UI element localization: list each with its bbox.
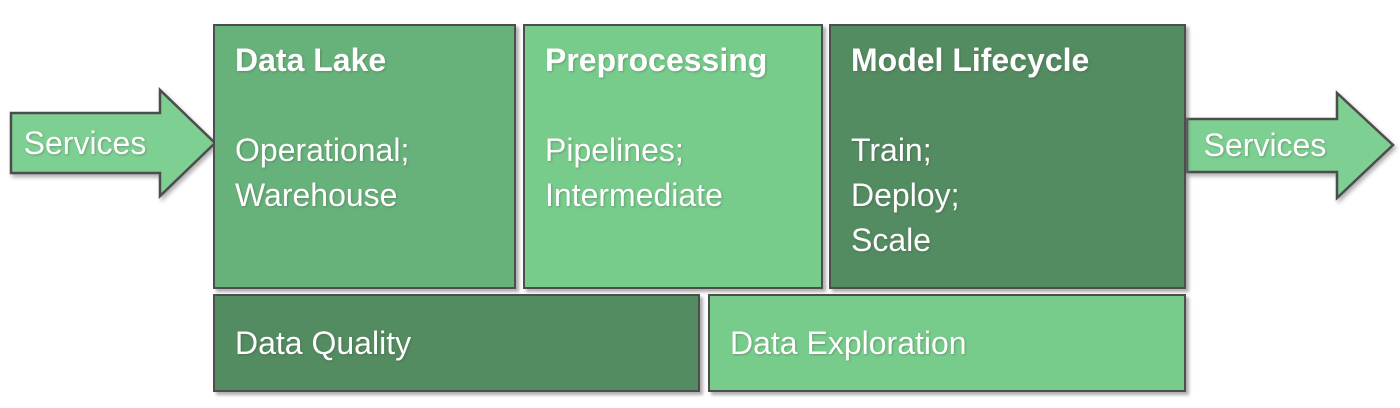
model-lifecycle-line: Scale [851,222,932,258]
data-lake-body: Operational; Warehouse [235,128,494,218]
preprocessing-line: Pipelines; [545,132,684,168]
preprocessing-line: Intermediate [545,177,723,213]
data-exploration-label: Data Exploration [730,324,967,361]
data-lake-title: Data Lake [235,42,387,78]
data-lake-box: Data Lake Operational; Warehouse [213,24,516,289]
data-lake-line: Operational; [235,132,410,168]
left-services-arrow [9,87,217,199]
model-lifecycle-title: Model Lifecycle [851,42,1090,78]
data-quality-label: Data Quality [235,324,412,361]
preprocessing-box: Preprocessing Pipelines; Intermediate [523,24,823,289]
preprocessing-body: Pipelines; Intermediate [545,128,801,218]
data-exploration-box: Data Exploration [708,294,1186,392]
model-lifecycle-box: Model Lifecycle Train; Deploy; Scale [829,24,1186,289]
right-arrow-shape [1185,90,1395,201]
right-services-arrow [1185,90,1395,201]
data-quality-box: Data Quality [213,294,700,392]
data-lake-line: Warehouse [235,177,398,213]
preprocessing-title: Preprocessing [545,42,768,78]
model-lifecycle-body: Train; Deploy; Scale [851,128,1164,263]
model-lifecycle-line: Train; [851,132,932,168]
model-lifecycle-line: Deploy; [851,177,960,213]
left-arrow-shape [9,87,217,199]
